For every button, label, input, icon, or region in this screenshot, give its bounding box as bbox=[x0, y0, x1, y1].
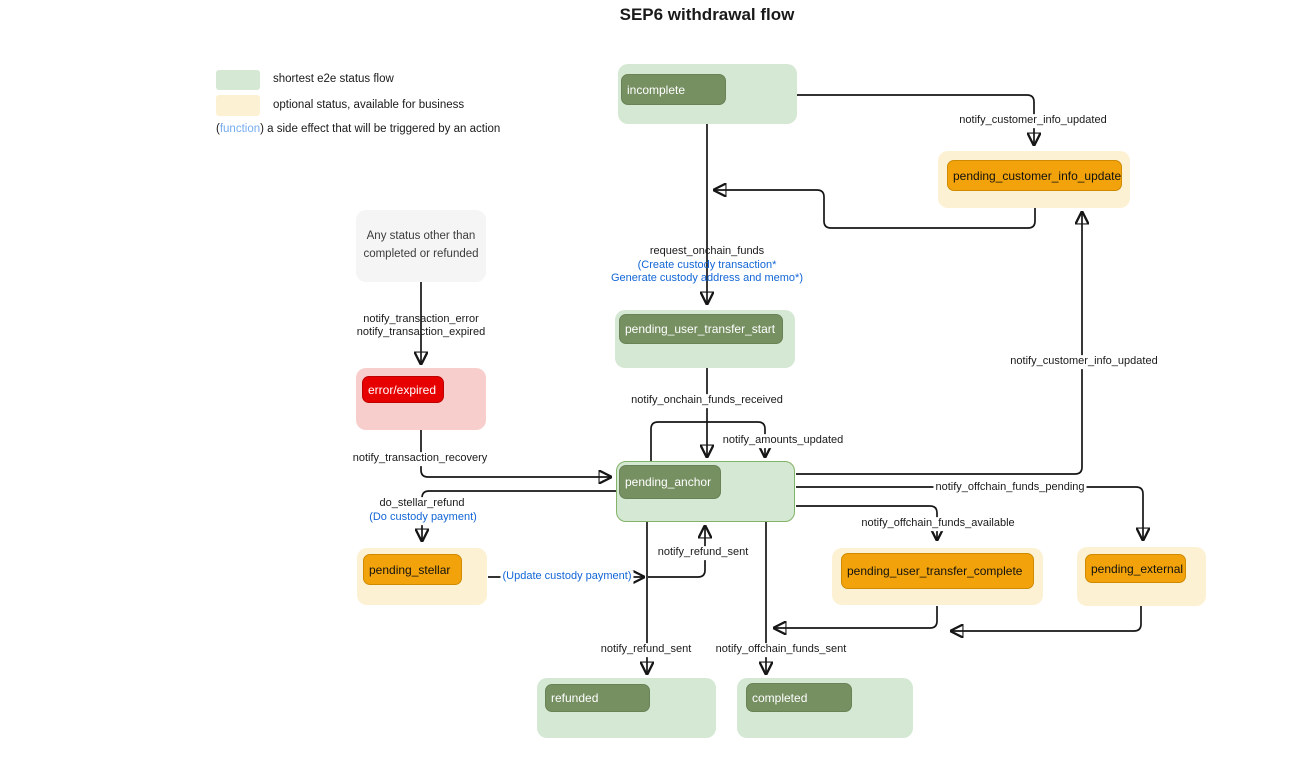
edge-label-update-custody-payment: (Update custody payment) bbox=[500, 570, 634, 584]
edge-pending-anchor-to-pending-external bbox=[796, 486, 1143, 539]
edge-label-notify-customer-info-updated-top: notify_customer_info_updated bbox=[957, 114, 1109, 128]
node-pending-user-transfer-complete: pending_user_transfer_complete bbox=[832, 548, 1043, 605]
edge-pending-stellar-to-pending-anchor bbox=[648, 527, 705, 578]
node-pending-external-label: pending_external bbox=[1085, 554, 1186, 583]
node-pending-stellar: pending_stellar bbox=[357, 548, 487, 605]
node-incomplete: incomplete bbox=[618, 64, 797, 124]
edge-pending-anchor-to-pending-customer-info-update bbox=[796, 213, 1082, 475]
edge-pending-anchor-self-loop bbox=[650, 421, 765, 461]
node-pending-user-transfer-complete-label: pending_user_transfer_complete bbox=[841, 553, 1034, 589]
legend-yellow-swatch bbox=[216, 95, 260, 116]
edge-pending-customer-info-update-return bbox=[715, 190, 1036, 229]
edge-label-notify-refund-sent-up: notify_refund_sent bbox=[655, 546, 751, 560]
edge-label-notify-transaction-expired: notify_transaction_expired bbox=[356, 326, 486, 339]
edge-label-notify-transaction-error: notify_transaction_error bbox=[363, 313, 479, 326]
legend-green-swatch bbox=[216, 70, 260, 90]
node-pending-customer-info-update-label: pending_customer_info_update bbox=[947, 160, 1122, 191]
node-any-status-line1: Any status other than bbox=[366, 230, 476, 243]
edge-label-notify-amounts-updated: notify_amounts_updated bbox=[720, 434, 846, 448]
legend-yellow-label: optional status, available for business bbox=[273, 99, 465, 111]
node-pending-external: pending_external bbox=[1077, 547, 1206, 606]
diagram-title: SEP6 withdrawal flow bbox=[619, 5, 795, 24]
edge-error-expired-to-pending-anchor bbox=[420, 430, 610, 477]
node-any-status-line2: completed or refunded bbox=[363, 248, 479, 260]
edge-label-notify-offchain-funds-pending: notify_offchain_funds_pending bbox=[933, 481, 1087, 495]
edge-pending-external-to-completed bbox=[952, 606, 1142, 631]
legend-function-close: ) bbox=[260, 123, 264, 135]
node-pending-stellar-label: pending_stellar bbox=[363, 554, 462, 585]
node-pending-customer-info-update: pending_customer_info_update bbox=[938, 151, 1130, 208]
edge-label-notify-transaction-recovery: notify_transaction_recovery bbox=[350, 452, 490, 466]
node-refunded: refunded bbox=[537, 678, 716, 738]
node-error-expired: error/expired bbox=[356, 368, 486, 430]
legend-function-label: a side effect that will be triggered by … bbox=[263, 123, 501, 135]
legend-function-note: (function) a side effect that will be tr… bbox=[216, 123, 500, 135]
edge-label-do-stellar-refund: do_stellar_refund bbox=[377, 497, 467, 511]
edge-pending-user-transfer-complete-to-completed bbox=[775, 606, 938, 628]
node-error-expired-label: error/expired bbox=[362, 376, 444, 403]
edge-label-notify-offchain-funds-available: notify_offchain_funds_available bbox=[859, 517, 1017, 531]
node-pending-user-transfer-start-label: pending_user_transfer_start bbox=[619, 314, 783, 344]
node-any-status: Any status other than completed or refun… bbox=[356, 210, 486, 282]
node-pending-anchor: pending_anchor bbox=[616, 461, 795, 522]
edge-incomplete-to-pending-customer-info-update bbox=[796, 94, 1034, 144]
edge-label-generate-custody-address: Generate custody address and memo*) bbox=[611, 272, 803, 285]
edge-label-notify-customer-info-updated-right: notify_customer_info_updated bbox=[1008, 355, 1160, 369]
legend-green-label: shortest e2e status flow bbox=[273, 73, 394, 85]
node-completed-label: completed bbox=[746, 683, 852, 712]
edge-label-notify-offchain-funds-sent: notify_offchain_funds_sent bbox=[713, 643, 849, 657]
edge-label-do-custody-payment: (Do custody payment) bbox=[367, 511, 479, 525]
edge-label-notify-refund-sent-down: notify_refund_sent bbox=[598, 643, 694, 657]
node-completed: completed bbox=[737, 678, 913, 738]
node-pending-anchor-label: pending_anchor bbox=[619, 465, 721, 499]
edge-label-notify-onchain-funds-received: notify_onchain_funds_received bbox=[629, 394, 785, 408]
legend-function-word: function bbox=[219, 123, 261, 135]
legend-function-open: ( bbox=[216, 123, 220, 135]
edge-pending-anchor-to-pending-user-transfer-complete bbox=[796, 505, 937, 539]
edge-label-request-onchain-funds: request_onchain_funds bbox=[649, 245, 765, 258]
edge-label-create-custody-transaction: (Create custody transaction* bbox=[637, 259, 777, 272]
node-pending-user-transfer-start: pending_user_transfer_start bbox=[615, 310, 795, 368]
node-incomplete-label: incomplete bbox=[621, 74, 726, 105]
node-refunded-label: refunded bbox=[545, 684, 650, 712]
